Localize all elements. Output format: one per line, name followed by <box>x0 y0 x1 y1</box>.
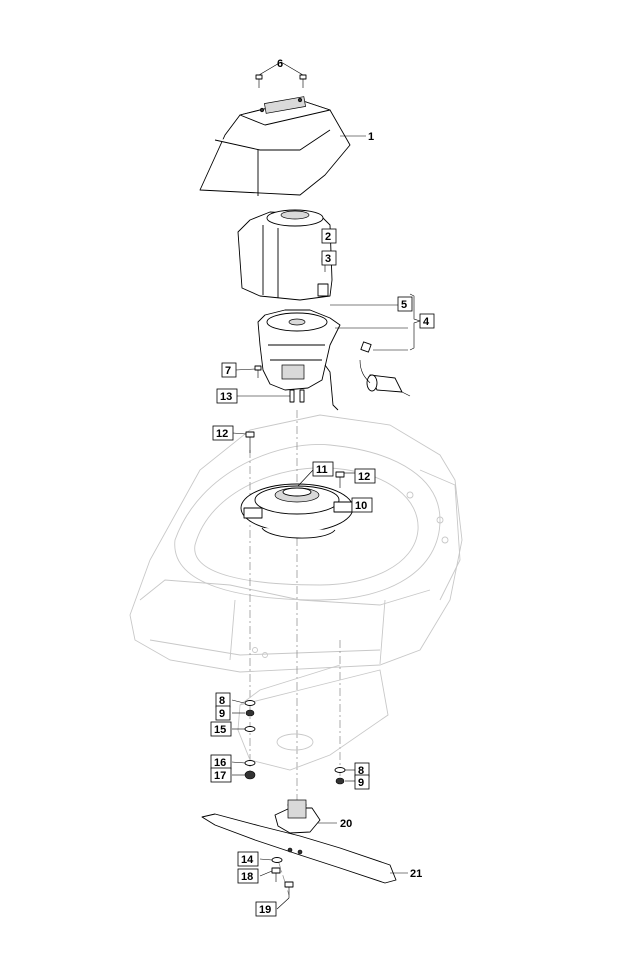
svg-text:8: 8 <box>219 695 225 707</box>
svg-text:17: 17 <box>214 770 226 782</box>
svg-text:4: 4 <box>423 316 430 328</box>
callout-17: 17 <box>210 767 232 783</box>
motor-screw <box>254 365 262 378</box>
svg-text:5: 5 <box>401 299 407 311</box>
callout-1: 1 <box>368 131 374 143</box>
svg-text:14: 14 <box>241 854 254 866</box>
mower-deck-outline <box>129 414 463 673</box>
svg-text:19: 19 <box>259 904 271 916</box>
svg-text:7: 7 <box>225 365 231 377</box>
callout-13: 13 <box>216 388 238 404</box>
svg-text:2: 2 <box>325 231 331 243</box>
callout-4: 4 <box>419 313 435 329</box>
svg-text:12: 12 <box>216 428 228 440</box>
svg-text:10: 10 <box>355 500 367 512</box>
callout-7: 7 <box>221 362 237 378</box>
svg-text:13: 13 <box>220 391 232 403</box>
svg-text:6: 6 <box>277 58 283 70</box>
callout-6: 6 <box>277 58 283 70</box>
top-cover <box>199 96 351 196</box>
callouts: 6 1 2 3 5 4 7 13 12 <box>210 58 435 917</box>
washer-stack-left <box>244 700 256 780</box>
callout-9-right: 9 <box>354 774 370 790</box>
callout-10: 10 <box>351 497 373 513</box>
callout-18: 18 <box>237 868 259 884</box>
callout-20: 20 <box>340 818 352 830</box>
svg-text:8: 8 <box>358 765 364 777</box>
cutting-blade <box>201 813 397 884</box>
svg-text:3: 3 <box>325 253 331 265</box>
callout-9-left: 9 <box>215 705 231 721</box>
callout-8-left: 8 <box>215 692 231 708</box>
callout-5: 5 <box>397 296 413 312</box>
blade-bolt-parts <box>271 857 294 898</box>
bolt-right <box>335 471 345 488</box>
bolt-left <box>245 431 255 453</box>
svg-text:1: 1 <box>368 131 374 143</box>
svg-text:18: 18 <box>241 871 253 883</box>
blade-hub <box>274 799 321 834</box>
callout-12-left: 12 <box>212 425 234 441</box>
callout-12-right: 12 <box>354 468 376 484</box>
capacitor <box>359 341 411 397</box>
washer-stack-right <box>334 767 346 785</box>
callout-2: 2 <box>321 228 337 244</box>
svg-text:20: 20 <box>340 818 352 830</box>
motor-housing <box>237 209 333 301</box>
electric-motor <box>257 309 341 411</box>
blade-guard <box>237 664 389 771</box>
motor-mount-plate <box>240 483 354 539</box>
callout-11: 11 <box>312 461 334 477</box>
svg-text:9: 9 <box>358 777 364 789</box>
callout-3: 3 <box>321 250 337 266</box>
callout-19: 19 <box>255 901 277 917</box>
callout-21: 21 <box>410 868 422 880</box>
svg-text:15: 15 <box>214 724 226 736</box>
svg-text:12: 12 <box>358 471 370 483</box>
svg-text:21: 21 <box>410 868 422 880</box>
cover-screws <box>255 74 307 88</box>
svg-text:16: 16 <box>214 757 226 769</box>
callout-16: 16 <box>210 754 232 770</box>
callout-14: 14 <box>237 851 259 867</box>
callout-15: 15 <box>210 721 232 737</box>
svg-text:11: 11 <box>316 464 328 476</box>
svg-text:9: 9 <box>219 708 225 720</box>
